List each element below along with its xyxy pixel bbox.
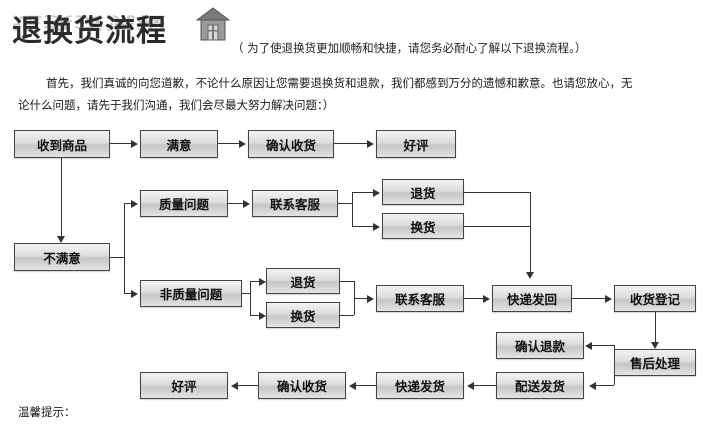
arrow-icon: [131, 200, 138, 208]
arrow-icon: [589, 382, 596, 390]
connector: [340, 281, 354, 282]
connector: [61, 158, 62, 238]
connector: [614, 376, 615, 385]
connector: [464, 192, 530, 193]
arrow-icon: [231, 382, 238, 390]
node-contact-service-2[interactable]: 联系客服: [376, 285, 464, 312]
connector: [110, 143, 134, 144]
connector: [234, 385, 258, 386]
connector: [228, 203, 246, 204]
intro-line-1: 首先，我们真诚的向您道歉，不论什么原因让您需要退换货和退款，我们都感到万分的遗憾…: [46, 76, 633, 90]
connector: [250, 315, 262, 316]
arrow-icon: [373, 189, 380, 197]
node-good-review-2[interactable]: 好评: [140, 372, 228, 399]
node-return-2[interactable]: 退货: [266, 268, 340, 294]
arrow-icon: [367, 295, 374, 303]
page-title: 退换货流程: [12, 14, 167, 49]
arrow-icon: [483, 295, 490, 303]
arrow-icon: [57, 236, 65, 243]
arrow-icon: [585, 342, 592, 350]
connector: [242, 293, 250, 294]
house-icon: [195, 6, 231, 42]
connector: [354, 298, 370, 299]
connector: [218, 143, 242, 144]
connector: [588, 345, 614, 346]
connector: [124, 203, 125, 293]
connector: [470, 385, 496, 386]
node-contact-service-1[interactable]: 联系客服: [252, 190, 338, 217]
arrow-icon: [605, 295, 612, 303]
connector: [352, 192, 353, 226]
node-unsatisfied[interactable]: 不满意: [14, 243, 110, 271]
node-confirm-receipt-2[interactable]: 确认收货: [258, 372, 346, 399]
arrow-icon: [367, 140, 374, 148]
page-subtitle: （ 为了使退换货更加顺畅和快捷，请您务必耐心了解以下退换流程。）: [232, 41, 587, 55]
connector: [250, 281, 262, 282]
connector: [530, 192, 531, 274]
node-satisfied[interactable]: 满意: [140, 130, 218, 158]
node-non-quality-issue[interactable]: 非质量问题: [140, 280, 242, 307]
node-exchange-2[interactable]: 换货: [266, 302, 340, 328]
arrow-icon: [349, 382, 356, 390]
node-quality-issue[interactable]: 质量问题: [140, 190, 228, 217]
connector: [655, 312, 656, 344]
connector: [614, 345, 615, 353]
connector: [124, 203, 134, 204]
connector: [250, 281, 251, 315]
connector: [464, 298, 486, 299]
intro-line-2: 论什么问题，请先于我们沟通，我们会尽最大努力解决问题：）: [18, 98, 335, 112]
connector: [340, 315, 354, 316]
node-received[interactable]: 收到商品: [14, 130, 110, 158]
intro-paragraph: 首先，我们真诚的向您道歉，不论什么原因让您需要退换货和退款，我们都感到万分的遗憾…: [18, 72, 690, 116]
connector: [352, 226, 376, 227]
footer-tip: 温馨提示：: [18, 405, 76, 419]
connector: [352, 192, 376, 193]
arrow-icon: [239, 140, 246, 148]
node-confirm-refund[interactable]: 确认退款: [496, 332, 584, 359]
node-dispatch-goods[interactable]: 配送发货: [496, 372, 584, 399]
arrow-icon: [131, 290, 138, 298]
connector: [110, 257, 124, 258]
arrow-icon: [526, 272, 534, 279]
node-express-send[interactable]: 快递发货: [376, 372, 464, 399]
arrow-icon: [243, 200, 250, 208]
node-express-back[interactable]: 快递发回: [492, 285, 572, 312]
node-confirm-receipt-1[interactable]: 确认收货: [248, 130, 334, 158]
arrow-icon: [651, 342, 659, 349]
node-good-review-1[interactable]: 好评: [376, 130, 456, 158]
arrow-icon: [373, 223, 380, 231]
connector: [572, 298, 608, 299]
arrow-icon: [467, 382, 474, 390]
node-after-sale[interactable]: 售后处理: [614, 349, 696, 376]
node-exchange-1[interactable]: 换货: [382, 213, 464, 239]
node-return-1[interactable]: 退货: [382, 179, 464, 205]
arrow-icon: [259, 278, 266, 286]
connector: [592, 385, 614, 386]
connector: [338, 203, 352, 204]
connector: [352, 385, 376, 386]
arrow-icon: [259, 312, 266, 320]
arrow-icon: [131, 140, 138, 148]
connector: [124, 293, 134, 294]
node-receipt-register[interactable]: 收货登记: [614, 285, 696, 312]
connector: [464, 226, 530, 227]
connector: [334, 143, 370, 144]
